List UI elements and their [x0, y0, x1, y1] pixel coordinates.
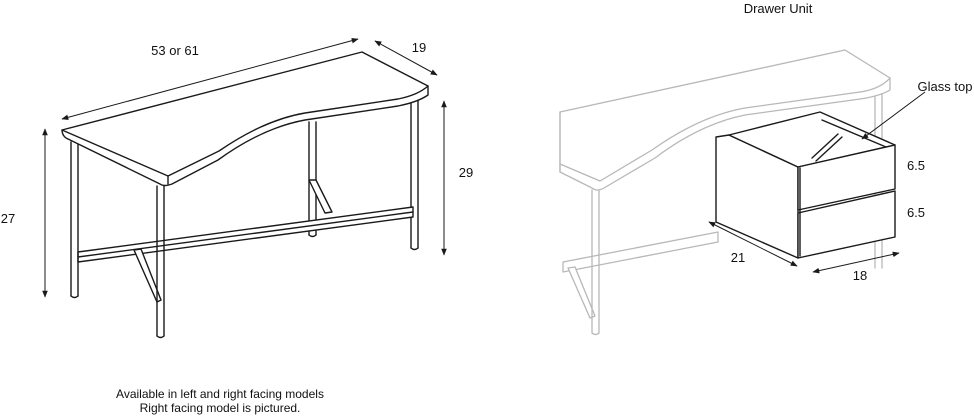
- glass-top-leader: [861, 91, 926, 140]
- desk-depth-label: 19: [412, 40, 426, 55]
- drawer-depth-dimension-line: [812, 251, 900, 274]
- desk-left-brace: [133, 248, 162, 303]
- drawer-depth-label: 18: [853, 268, 867, 283]
- desk-width-dimension-line: [61, 37, 359, 121]
- drawer-drawing: Glass top 6.5 6.5 21 18: [559, 49, 973, 336]
- facing-note-line2: Right facing model is pictured.: [140, 401, 301, 415]
- desk-top: [61, 51, 429, 187]
- drawer1-height-label: 6.5: [907, 158, 925, 173]
- drawer-top-front: [797, 144, 896, 211]
- desk-height-label: 29: [459, 165, 473, 180]
- desk-leg-label: 27: [1, 211, 15, 226]
- desk-width-label: 53 or 61: [151, 43, 199, 58]
- drawer-bottom-front: [797, 190, 896, 259]
- desk-depth-dimension-line: [374, 40, 438, 76]
- facing-note-line1: Available in left and right facing model…: [116, 387, 324, 401]
- drawer-width-label: 21: [731, 250, 745, 265]
- drawer-unit-title: Drawer Unit: [744, 1, 813, 16]
- drawer-width-dimension-line: [708, 221, 798, 267]
- desk-drawing: 53 or 61 19 29 27: [1, 37, 473, 339]
- drawer2-height-label: 6.5: [907, 205, 925, 220]
- glass-top-label: Glass top: [918, 79, 973, 94]
- desk-right-brace: [308, 179, 333, 214]
